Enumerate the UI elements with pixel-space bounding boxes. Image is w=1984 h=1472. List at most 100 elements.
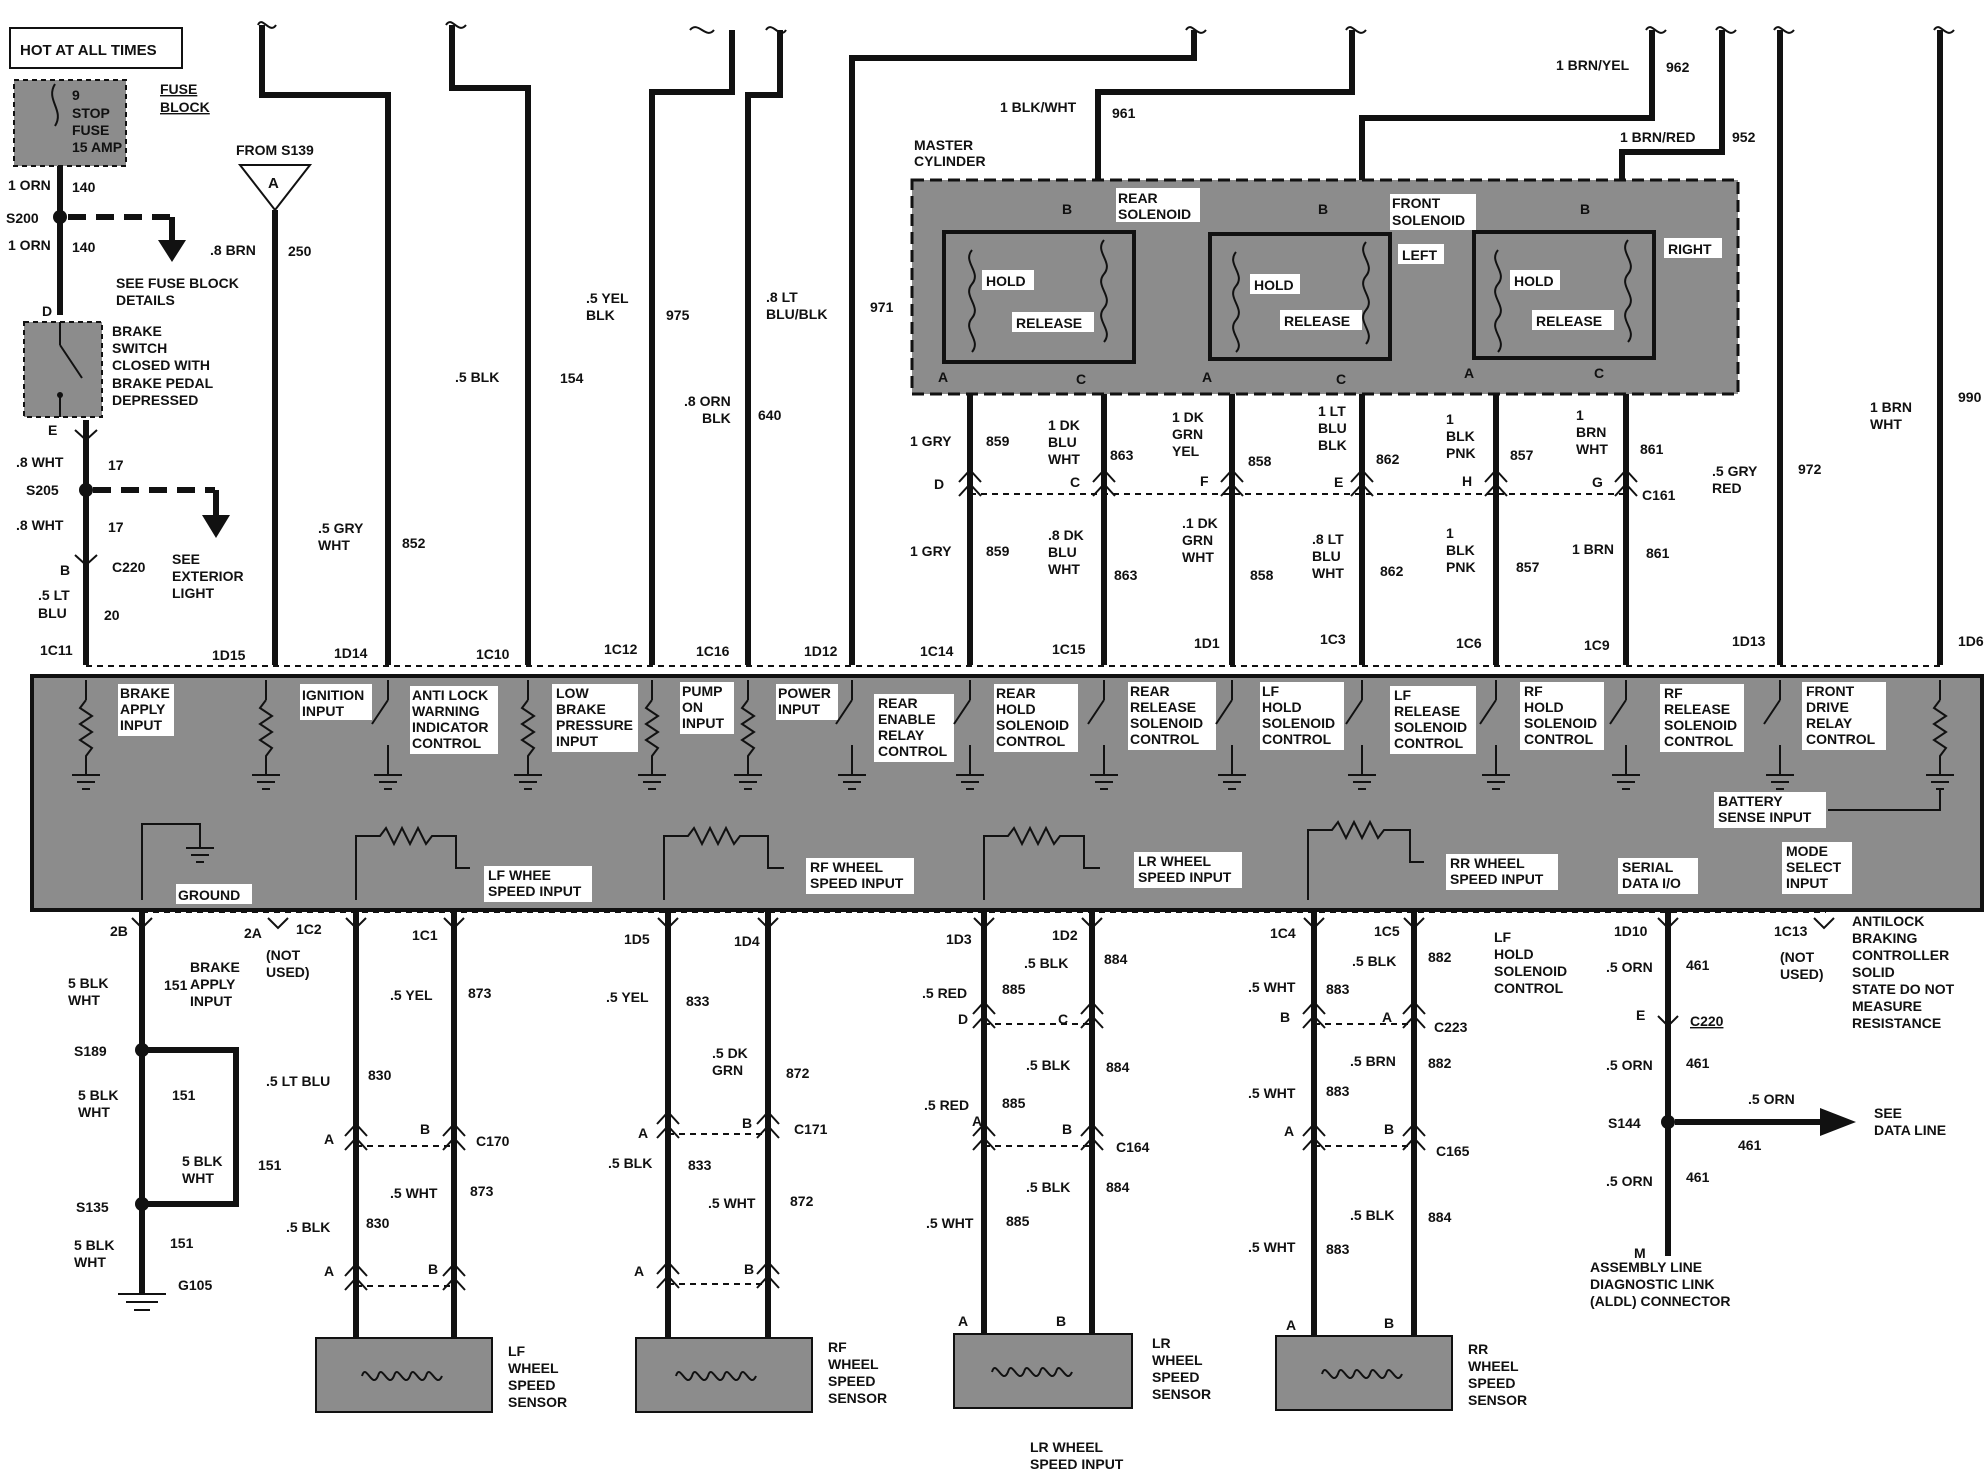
svg-text:WHEEL: WHEEL — [1152, 1352, 1203, 1368]
svg-text:WHEEL: WHEEL — [1468, 1358, 1519, 1374]
svg-text:CONTROL: CONTROL — [878, 743, 948, 759]
svg-text:.8 WHT: .8 WHT — [16, 517, 64, 533]
svg-text:FROM S139: FROM S139 — [236, 142, 314, 158]
svg-text:SOLENOID: SOLENOID — [1494, 963, 1567, 979]
svg-text:CONTROLLER: CONTROLLER — [1852, 947, 1949, 963]
svg-text:APPLY: APPLY — [120, 701, 166, 717]
svg-text:17: 17 — [108, 519, 124, 535]
svg-text:WHT: WHT — [1576, 441, 1608, 457]
svg-text:B: B — [1580, 201, 1590, 217]
svg-text:859: 859 — [986, 433, 1010, 449]
svg-text:SPEED INPUT: SPEED INPUT — [488, 883, 582, 899]
svg-text:140: 140 — [72, 179, 96, 195]
svg-text:SPEED INPUT: SPEED INPUT — [1030, 1456, 1124, 1472]
svg-text:BLK: BLK — [586, 307, 615, 323]
brake-switch: D BRAKE SWITCH CLOSED WITH BRAKE PEDAL D… — [23, 303, 214, 438]
svg-text:RF: RF — [828, 1339, 847, 1355]
svg-text:863: 863 — [1114, 567, 1138, 583]
ground-circuit: 5 BLK WHT 151 BRAKE APPLY INPUT (NOT USE… — [68, 912, 310, 1311]
svg-text:884: 884 — [1104, 951, 1128, 967]
svg-text:461: 461 — [1686, 1169, 1710, 1185]
svg-text:CONTROL: CONTROL — [1130, 731, 1200, 747]
rf-wheel-speed-sensor: .5 YEL 833 .5 DK GRN 872 A B C171 .5 BLK… — [606, 912, 887, 1413]
svg-text:1C14: 1C14 — [920, 643, 954, 659]
svg-text:1 GRY: 1 GRY — [910, 433, 952, 449]
svg-text:RELEASE: RELEASE — [1394, 703, 1460, 719]
svg-text:D: D — [42, 303, 52, 319]
svg-text:WHEEL: WHEEL — [508, 1360, 559, 1376]
svg-text:CONTROL: CONTROL — [996, 733, 1066, 749]
svg-text:M: M — [1634, 1245, 1646, 1261]
svg-text:BLK: BLK — [702, 410, 731, 426]
svg-text:WHT: WHT — [78, 1104, 110, 1120]
svg-text:LR: LR — [1152, 1335, 1171, 1351]
svg-text:C220: C220 — [112, 559, 146, 575]
svg-text:WHT: WHT — [182, 1170, 214, 1186]
svg-text:858: 858 — [1250, 567, 1274, 583]
svg-text:962: 962 — [1666, 59, 1690, 75]
svg-text:SEE: SEE — [172, 551, 200, 567]
svg-text:C: C — [1070, 474, 1080, 490]
svg-text:GRN: GRN — [1172, 426, 1203, 442]
svg-text:LF: LF — [1262, 683, 1280, 699]
svg-text:971: 971 — [870, 299, 894, 315]
svg-text:.5 WHT: .5 WHT — [708, 1195, 756, 1211]
svg-text:SOLENOID: SOLENOID — [1524, 715, 1597, 731]
svg-text:SOLENOID: SOLENOID — [1118, 206, 1191, 222]
svg-text:CONTROL: CONTROL — [1494, 980, 1564, 996]
svg-text:H: H — [1462, 473, 1472, 489]
svg-text:961: 961 — [1112, 105, 1136, 121]
svg-text:RIGHT: RIGHT — [1668, 241, 1712, 257]
svg-text:BRAKE PEDAL: BRAKE PEDAL — [112, 375, 214, 391]
svg-text:YEL: YEL — [1172, 443, 1200, 459]
svg-text:.5 YEL: .5 YEL — [606, 989, 649, 1005]
svg-text:154: 154 — [560, 370, 584, 386]
svg-text:883: 883 — [1326, 1241, 1350, 1257]
svg-text:.5 YEL: .5 YEL — [586, 290, 629, 306]
svg-text:A: A — [634, 1263, 644, 1279]
svg-text:882: 882 — [1428, 949, 1452, 965]
svg-text:REAR: REAR — [1118, 190, 1158, 206]
svg-text:1 BRN: 1 BRN — [1870, 399, 1912, 415]
svg-text:ASSEMBLY LINE: ASSEMBLY LINE — [1590, 1259, 1702, 1275]
svg-text:1C13: 1C13 — [1774, 923, 1808, 939]
svg-text:5 BLK: 5 BLK — [68, 975, 108, 991]
svg-text:884: 884 — [1428, 1209, 1452, 1225]
svg-text:.5 GRY: .5 GRY — [318, 520, 364, 536]
svg-text:859: 859 — [986, 543, 1010, 559]
svg-text:WHT: WHT — [74, 1254, 106, 1270]
s200-splice — [53, 210, 67, 224]
svg-text:LR WHEEL: LR WHEEL — [1030, 1439, 1104, 1455]
svg-text:BRAKING: BRAKING — [1852, 930, 1917, 946]
svg-text:BLK: BLK — [1446, 428, 1475, 444]
svg-text:BLU/BLK: BLU/BLK — [766, 306, 827, 322]
svg-text:FRONT: FRONT — [1392, 195, 1441, 211]
svg-text:C161: C161 — [1642, 487, 1676, 503]
svg-text:872: 872 — [786, 1065, 810, 1081]
svg-text:1C4: 1C4 — [1270, 925, 1296, 941]
svg-text:C: C — [1058, 1011, 1068, 1027]
svg-text:15 AMP: 15 AMP — [72, 139, 122, 155]
svg-text:C170: C170 — [476, 1133, 510, 1149]
svg-text:RELEASE: RELEASE — [1536, 313, 1602, 329]
svg-text:POWER: POWER — [778, 685, 831, 701]
svg-text:.5 BLK: .5 BLK — [455, 369, 499, 385]
arrow-right-icon — [1820, 1108, 1856, 1136]
svg-text:RELEASE: RELEASE — [1130, 699, 1196, 715]
svg-text:WARNING: WARNING — [412, 703, 480, 719]
svg-text:(ALDL) CONNECTOR: (ALDL) CONNECTOR — [1590, 1293, 1731, 1309]
svg-text:STATE DO NOT: STATE DO NOT — [1852, 981, 1955, 997]
svg-text:972: 972 — [1798, 461, 1822, 477]
svg-text:BLU: BLU — [1318, 420, 1347, 436]
svg-text:5 BLK: 5 BLK — [78, 1087, 118, 1103]
svg-text:B: B — [1384, 1121, 1394, 1137]
svg-text:WHEEL: WHEEL — [828, 1356, 879, 1372]
svg-text:B: B — [1062, 1121, 1072, 1137]
svg-text:.5 BRN: .5 BRN — [1350, 1053, 1396, 1069]
svg-text:.5 BLK: .5 BLK — [1352, 953, 1396, 969]
svg-text:BRAKE: BRAKE — [556, 701, 606, 717]
svg-text:WHT: WHT — [1048, 451, 1080, 467]
svg-text:IGNITION: IGNITION — [302, 687, 364, 703]
svg-text:A: A — [324, 1263, 334, 1279]
svg-text:WHT: WHT — [1182, 549, 1214, 565]
